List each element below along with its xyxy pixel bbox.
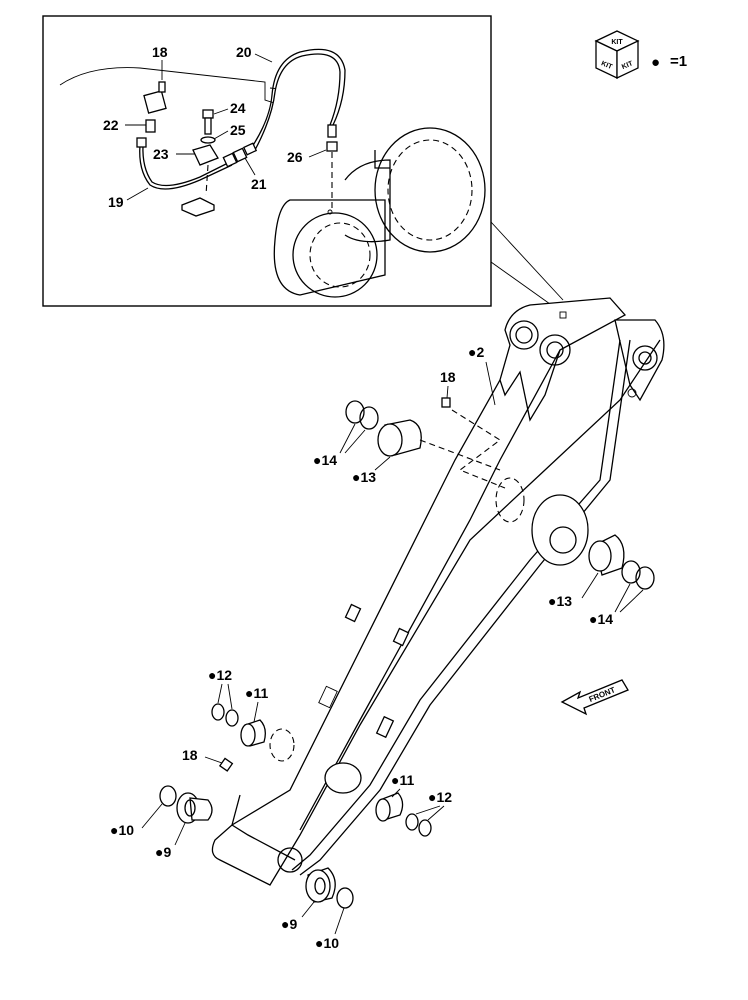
callout-10-left: ●10 [110,822,134,838]
kit-box-left-label: KIT [600,60,614,71]
pipe-19 [139,144,233,190]
callout-19: 19 [108,194,124,210]
callout-23: 23 [153,146,169,162]
kit-box-right-label: KIT [621,60,635,71]
hose-20 [249,48,346,151]
callout-13-right: ●13 [548,593,572,609]
callout-21: 21 [251,176,267,192]
callout-12-upper: ●12 [208,667,232,683]
callout-26: 26 [287,149,303,165]
callout-9-left: ●9 [155,844,171,860]
parts-bushings [159,400,655,909]
callout-14-right: ●14 [589,611,613,627]
callout-9-lower: ●9 [281,916,297,932]
callout-14-upper: ●14 [313,452,337,468]
callout-18-upper: 18 [440,369,456,385]
kit-bullet: ● [651,54,660,71]
inset-callouts: 18 20 22 24 25 23 26 21 19 [103,44,327,210]
callout-18-inset: 18 [152,44,168,60]
callout-2: ●2 [468,344,484,360]
callout-25: 25 [230,122,246,138]
callout-11-upper: ●11 [245,685,268,701]
arm-body [211,339,661,886]
callout-22: 22 [103,117,119,133]
kit-box-icon: KIT KIT KIT [594,30,640,80]
inset-cylinder-end [273,127,486,298]
callout-12-right: ●12 [428,789,452,805]
callout-11-right: ●11 [391,772,414,788]
kit-box-top-label: KIT [611,39,623,46]
inset-detail [42,15,564,307]
callout-20: 20 [236,44,252,60]
arm-assembly [211,297,665,886]
callout-13-upper: ●13 [352,469,376,485]
main-callouts: ●2 18 ●14 ●13 ●13 ●14 ●12 ●11 18 ●11 ●12… [110,344,644,951]
callout-24: 24 [230,100,246,116]
front-direction-arrow: FRONT [560,679,629,716]
callout-10-lower: ●10 [315,935,339,951]
callout-18-lower: 18 [182,747,198,763]
kit-legend: KIT KIT KIT ● =1 [594,30,687,80]
kit-quantity-label: =1 [670,53,687,70]
inset-frame [42,15,492,307]
